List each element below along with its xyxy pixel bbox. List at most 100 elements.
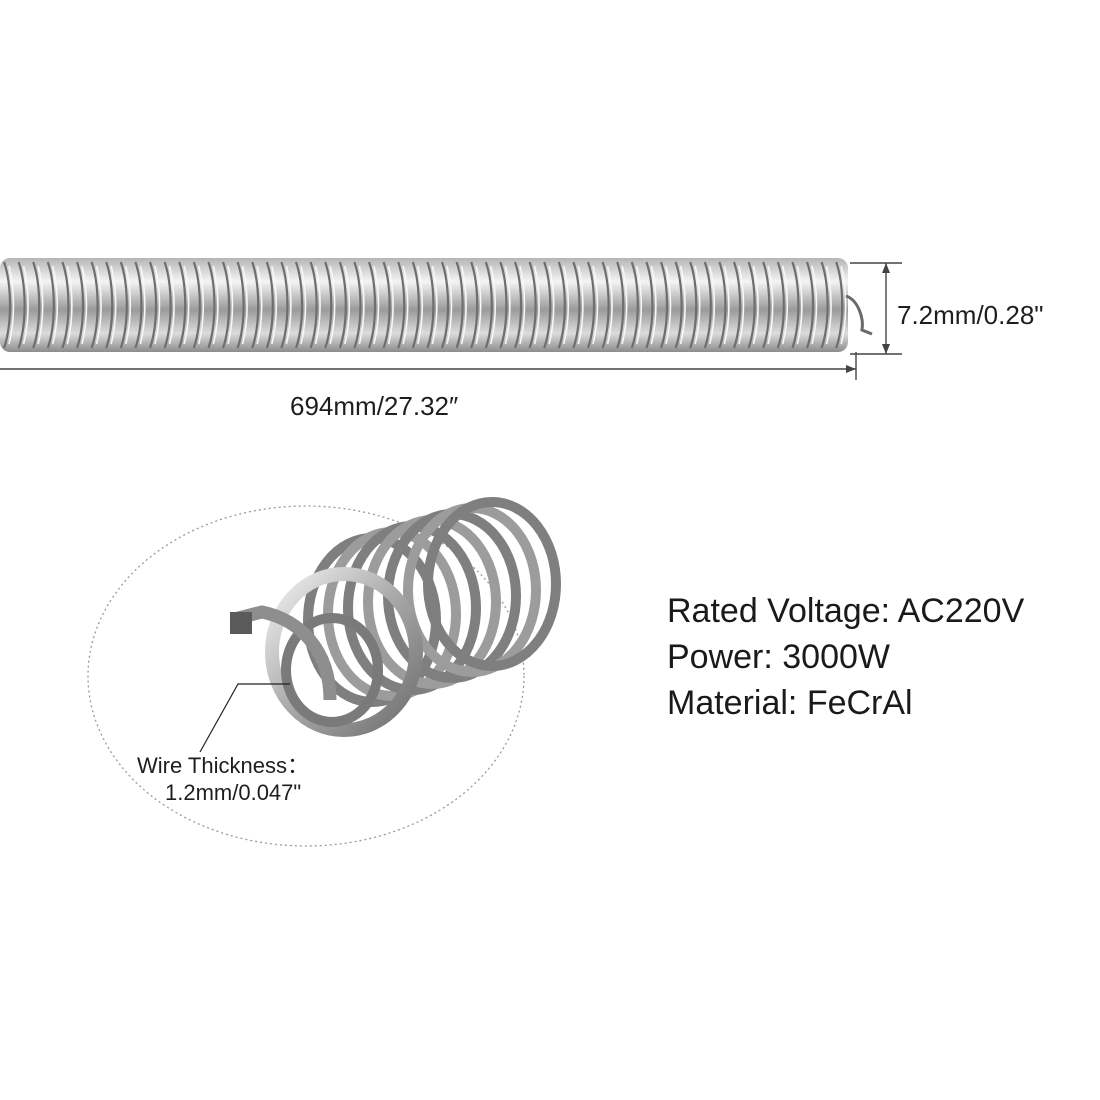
coil-end-closeup-image — [230, 497, 561, 737]
coil-turn — [309, 261, 318, 349]
coil-turn — [75, 261, 85, 349]
coil-turn-highlight — [329, 265, 336, 345]
coil-turn — [616, 261, 625, 349]
spec-rated-voltage: Rated Voltage: AC220V — [667, 592, 1025, 630]
coil-turn — [134, 261, 143, 349]
diameter-dimension-line — [850, 262, 902, 355]
coil-turn — [543, 261, 552, 349]
coil-turn — [324, 261, 333, 349]
coil-turn — [382, 261, 391, 349]
coil-turn — [411, 261, 420, 349]
coil-turn — [528, 261, 537, 349]
coil-turn-highlight — [533, 265, 540, 345]
coil-turn-highlight — [285, 265, 292, 345]
coil-turn-highlight — [125, 265, 132, 345]
coil-front-ring — [265, 567, 423, 737]
coil-turn-highlight — [373, 265, 380, 345]
coil-turn — [119, 261, 128, 349]
coil-turn — [776, 261, 785, 349]
coil-turn — [820, 261, 829, 349]
coil-turn — [426, 261, 435, 349]
coil-turn — [163, 261, 172, 349]
coil-turn-highlight — [563, 265, 570, 345]
coil-turn — [440, 261, 450, 349]
coil-turn-highlight — [344, 265, 351, 345]
coil-turn-highlight — [8, 265, 15, 345]
coil-turn — [280, 261, 289, 349]
coil-turn — [499, 261, 508, 349]
coil-turn — [601, 261, 610, 349]
coil-turn-highlight — [694, 265, 701, 345]
coil-turn — [484, 261, 493, 349]
coil-turn — [221, 261, 231, 349]
coil-turn — [17, 261, 26, 349]
coil-turn — [148, 261, 158, 349]
coil-turn — [338, 261, 347, 349]
coil-turn — [659, 261, 669, 349]
coil-turn-highlight — [825, 265, 832, 345]
coil-turn-highlight — [358, 265, 365, 345]
coil-turn-highlight — [840, 265, 847, 345]
heating-coil-image — [0, 258, 873, 352]
coil-turn — [805, 261, 815, 349]
spec-list: Rated Voltage: AC220V Power: 3000W Mater… — [667, 588, 1024, 726]
coil-turn — [207, 261, 216, 349]
spec-material: Material: FeCrAl — [667, 684, 913, 722]
coil-turn-highlight — [577, 265, 584, 345]
wire-end — [236, 605, 337, 701]
closeup-coil-turns — [303, 497, 561, 707]
coil-turn-highlight — [752, 265, 759, 345]
wire-thickness-label: Wire Thickness： — [137, 753, 309, 778]
coil-turn-highlight — [402, 265, 409, 345]
coil-turn — [397, 261, 406, 349]
coil-turn-highlight — [592, 265, 599, 345]
coil-turn — [2, 261, 12, 349]
coil-turn — [762, 261, 771, 349]
coil-turn — [265, 261, 274, 349]
coil-turn — [192, 261, 201, 349]
coil-turns — [2, 261, 847, 349]
coil-turn-highlight — [709, 265, 716, 345]
coil-tail-end — [845, 294, 873, 336]
coil-turn — [732, 261, 742, 349]
coil-turn — [791, 261, 800, 349]
coil-turn-highlight — [417, 265, 424, 345]
coil-turn-highlight — [212, 265, 219, 345]
coil-turn-highlight — [95, 265, 102, 345]
coil-turn-highlight — [300, 265, 307, 345]
coil-turn-highlight — [782, 265, 789, 345]
coil-turn — [32, 261, 41, 349]
coil-turn — [718, 261, 727, 349]
wire-thickness-leader-line — [199, 683, 290, 753]
coil-turn — [236, 261, 245, 349]
coil-turn-highlight — [548, 265, 555, 345]
coil-turn — [90, 261, 99, 349]
zoom-callout-ellipse — [87, 505, 525, 847]
coil-turn-highlight — [22, 265, 29, 345]
coil-turn-highlight — [460, 265, 467, 345]
coil-turn-highlight — [767, 265, 774, 345]
coil-turn — [353, 261, 362, 349]
coil-turn — [251, 261, 260, 349]
coil-turn-highlight — [168, 265, 175, 345]
coil-turn — [645, 261, 654, 349]
coil-turn-highlight — [650, 265, 657, 345]
coil-turn-highlight — [431, 265, 438, 345]
coil-turn-highlight — [183, 265, 190, 345]
coil-turn — [470, 261, 479, 349]
coil-turn-highlight — [241, 265, 248, 345]
coil-turn — [294, 261, 304, 349]
wire-thickness-value: 1.2mm/0.047" — [165, 780, 302, 805]
coil-turn-highlight — [387, 265, 394, 345]
closeup-coil-turn — [423, 497, 561, 671]
coil-turn — [572, 261, 581, 349]
length-dimension-line — [0, 352, 857, 380]
coil-turn-highlight — [679, 265, 686, 345]
coil-turn-highlight — [621, 265, 628, 345]
coil-turn — [367, 261, 377, 349]
coil-turn-highlight — [606, 265, 613, 345]
wire-cut-face — [230, 612, 252, 634]
coil-turn — [61, 261, 70, 349]
coil-turn — [105, 261, 114, 349]
